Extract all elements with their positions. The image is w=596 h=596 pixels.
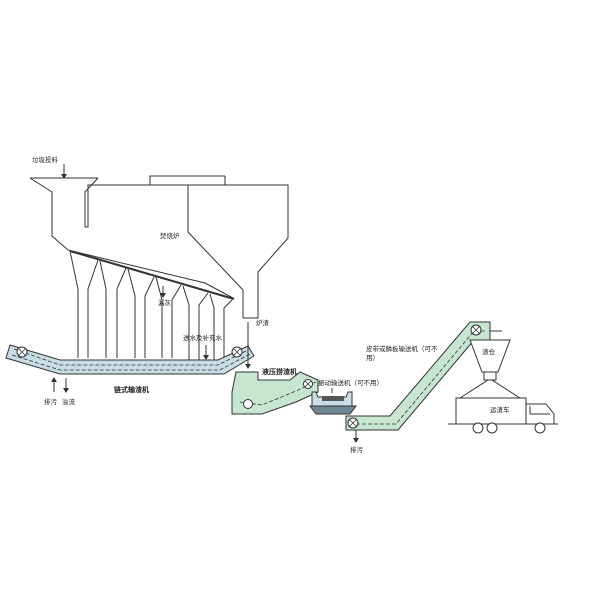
label-belt-conveyor-1: 皮带或鳞板输送机（可不 — [366, 344, 438, 353]
label-chain-conveyor: 链式输渣机 — [113, 385, 149, 394]
slag-bin — [459, 339, 521, 399]
grate-hoppers — [69, 250, 235, 360]
label-drain-1: 排污 — [44, 397, 58, 406]
label-incinerator: 焚烧炉 — [160, 231, 180, 240]
label-drain-2: 排污 — [350, 445, 364, 454]
label-furnace-slag: 炉渣 — [256, 318, 270, 327]
chain-conveyor — [5, 344, 255, 393]
label-overflow: 溢流 — [62, 397, 76, 406]
hydraulic-extractor — [231, 371, 319, 415]
label-slag-bin: 渣仓 — [482, 347, 496, 356]
slag-chute — [245, 322, 251, 369]
label-belt-conveyor-2: 用） — [366, 354, 379, 362]
incinerator-body — [29, 164, 289, 319]
label-water-in: 进水及补充水 — [183, 333, 223, 342]
label-vibrating-conveyor: 振动输送机（可不用） — [318, 378, 383, 387]
label-truck: 运渣车 — [490, 405, 510, 414]
vibrating-conveyor — [309, 388, 357, 415]
label-hydraulic-extractor: 液压捞渣机 — [262, 367, 297, 376]
slag-truck — [448, 397, 558, 434]
label-ash-leak: 漏灰 — [158, 298, 172, 307]
label-feed: 垃圾投料 — [32, 155, 59, 164]
